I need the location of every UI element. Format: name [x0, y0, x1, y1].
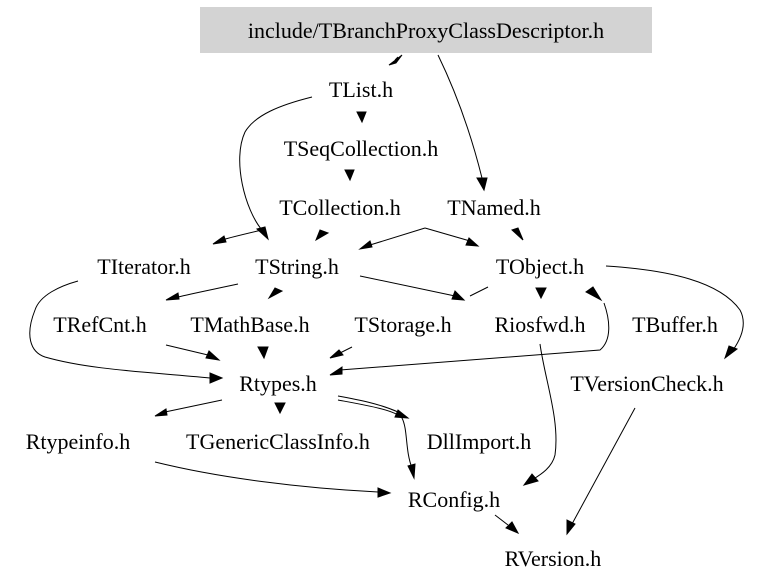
node-tlist[interactable]: TList.h — [329, 77, 393, 102]
node-tnamed[interactable]: TNamed.h — [447, 195, 540, 220]
node-tstorage[interactable]: TStorage.h — [354, 312, 451, 337]
edge-rtypes-rconfig — [337, 399, 413, 469]
arrowhead — [154, 408, 168, 417]
edge-rtypes-rtypeinfo — [164, 399, 223, 413]
arrowhead — [344, 169, 355, 182]
arrowhead — [511, 227, 524, 241]
arrowhead — [314, 229, 330, 242]
node-tcollection[interactable]: TCollection.h — [279, 195, 401, 220]
arrowhead — [451, 290, 466, 301]
arrowhead — [356, 111, 367, 124]
edge-tlist-tstring — [239, 96, 313, 231]
node-root[interactable]: include/TBranchProxyClassDescriptor.h — [248, 18, 604, 43]
arrowhead — [205, 350, 221, 361]
arrowhead — [212, 235, 227, 245]
arrowhead — [476, 177, 488, 192]
edge-tobject-tversioncheck — [605, 265, 744, 351]
arrowhead — [267, 287, 284, 300]
edge-riosfwd-rconfig — [531, 343, 557, 481]
arrowhead — [257, 346, 269, 360]
edge-tobject-riosfwd — [469, 286, 489, 297]
edges — [29, 54, 744, 536]
node-rversion[interactable]: RVersion.h — [505, 546, 602, 571]
arrowhead — [388, 54, 403, 66]
arrowhead — [274, 402, 286, 415]
node-tobject[interactable]: TObject.h — [496, 254, 584, 279]
arrowhead — [535, 287, 547, 300]
node-rtypes[interactable]: Rtypes.h — [239, 371, 317, 396]
node-riosfwd[interactable]: Riosfwd.h — [494, 312, 585, 337]
edge-tstring-trefcnt — [177, 283, 239, 298]
arrowhead — [566, 519, 576, 536]
arrowhead — [358, 240, 373, 250]
arrowhead — [209, 372, 224, 384]
node-tbuffer[interactable]: TBuffer.h — [632, 312, 718, 337]
arrowhead — [585, 286, 603, 302]
arrowhead — [329, 366, 343, 376]
arrowhead — [165, 292, 180, 301]
edge-tstorage-rtypes — [339, 346, 353, 354]
edge-tbuffer-tobject — [339, 302, 610, 371]
arrowhead — [465, 237, 480, 247]
edge-tcollection-titerator — [221, 229, 263, 241]
edge-root-tnamed — [437, 54, 483, 179]
node-dllimport[interactable]: DllImport.h — [427, 429, 532, 454]
node-rtypeinfo[interactable]: Rtypeinfo.h — [26, 429, 131, 454]
nodes: include/TBranchProxyClassDescriptor.h TL… — [26, 18, 724, 571]
node-tmathbase[interactable]: TMathBase.h — [190, 312, 309, 337]
node-tversioncheck[interactable]: TVersionCheck.h — [570, 371, 723, 396]
root-node-box[interactable] — [200, 7, 652, 53]
node-titerator[interactable]: TIterator.h — [97, 254, 190, 279]
arrowhead — [522, 473, 539, 486]
arrowhead — [505, 521, 520, 535]
edge-tstring-riosfwd — [359, 275, 456, 297]
node-tstring[interactable]: TString.h — [255, 254, 339, 279]
edge-rtypes-dllimport — [337, 395, 399, 413]
node-tseqcollection[interactable]: TSeqCollection.h — [284, 136, 439, 161]
edge-rtypeinfo-rconfig — [154, 461, 379, 493]
arrowhead — [377, 487, 392, 498]
arrowhead — [329, 349, 344, 359]
node-rconfig[interactable]: RConfig.h — [408, 487, 500, 512]
edge-titerator-rtypes — [29, 280, 211, 379]
edge-tnamed-tobject — [424, 227, 471, 242]
arrowhead — [407, 463, 416, 480]
edge-tversioncheck-rversion — [571, 407, 636, 525]
arrowhead — [255, 226, 269, 241]
node-tgenericclassinfo[interactable]: TGenericClassInfo.h — [186, 429, 370, 454]
edge-trefcnt-rtypes — [165, 344, 209, 356]
edge-tnamed-tstring — [369, 227, 426, 246]
arrowhead — [724, 345, 739, 360]
edge-rconfig-rversion — [494, 514, 509, 526]
node-trefcnt[interactable]: TRefCnt.h — [53, 312, 147, 337]
